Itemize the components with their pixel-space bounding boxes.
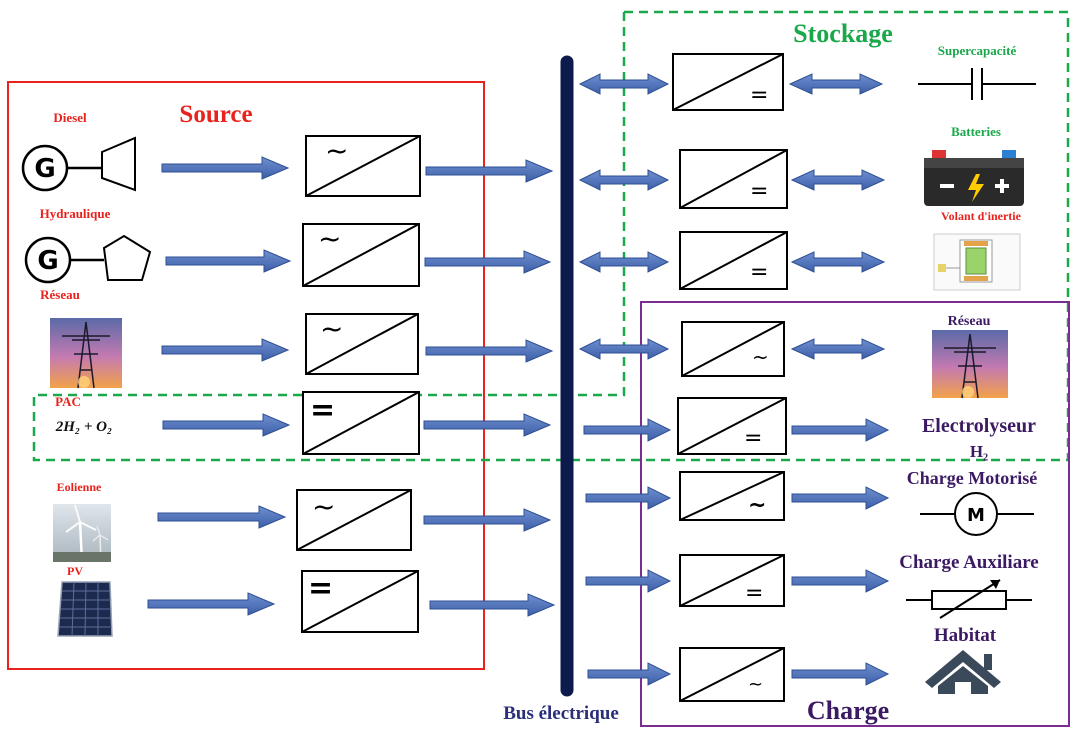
h2-label: H₂ (970, 442, 988, 461)
charge-frame (640, 301, 1070, 727)
converter-symbol: = (308, 571, 333, 606)
converter-diesel: ~ (305, 134, 421, 197)
converter-symbol: ~ (325, 134, 348, 167)
source-output-arrows (423, 159, 556, 617)
motor-icon: M (920, 492, 1034, 536)
power-grid-image (50, 318, 122, 389)
power-grid-load-image (932, 330, 1008, 399)
converter-symbol: ~ (752, 345, 769, 369)
reseau-load-label: Réseau (948, 314, 991, 329)
variable-resistor-icon (906, 579, 1032, 619)
stockage-frame (624, 10, 1070, 462)
batteries-label: Batteries (951, 124, 1001, 139)
generator-letter: G (37, 246, 58, 276)
converter-symbol: = (745, 581, 763, 606)
wind-turbine-image (53, 504, 111, 563)
auxiliaire-label: Charge Auxiliare (899, 552, 1039, 573)
flywheel-icon (933, 233, 1021, 291)
motorise-label: Charge Motorisé (907, 468, 1037, 488)
pac-label: PAC (55, 394, 81, 409)
generator-letter: G (34, 154, 55, 184)
house-icon (925, 650, 1001, 694)
pac-formula: 2H₂ + O₂ (55, 419, 113, 435)
battery-icon (924, 150, 1024, 206)
supercap-label: Supercapacité (938, 43, 1017, 58)
pv-panel-image (57, 581, 113, 637)
converter-reseau-source: ~ (305, 312, 419, 375)
hydraulique-label: Hydraulique (40, 206, 111, 221)
load-output-arrows (791, 418, 890, 686)
bus-output-arrows (583, 418, 672, 686)
converter-supercapacite: = (672, 53, 784, 111)
converter-symbol: = (744, 426, 762, 451)
converter-hydraulique: ~ (302, 222, 420, 287)
converter-volant: = (679, 231, 788, 290)
charge-label: Charge (807, 696, 889, 725)
storage-bidirectional-arrows (788, 73, 886, 360)
stockage-frame-lower (32, 12, 626, 462)
converter-symbol: ~ (748, 674, 763, 695)
converter-symbol: ~ (320, 312, 343, 345)
habitat-label: Habitat (934, 625, 997, 646)
converter-motorise: ~ (679, 471, 785, 521)
converter-symbol: = (750, 260, 768, 285)
motor-letter: M (967, 505, 985, 526)
converter-symbol: = (750, 179, 768, 204)
converter-eolienne: ~ (296, 489, 412, 551)
source-label: Source (179, 101, 252, 128)
reseau-source-label: Réseau (40, 287, 80, 302)
converter-symbol: = (750, 83, 768, 108)
converter-symbol: ~ (748, 493, 766, 518)
pv-label: PV (67, 564, 83, 578)
hydraulic-generator-icon: G (24, 234, 152, 284)
converter-auxiliaire: = (679, 554, 785, 607)
stockage-label: Stockage (793, 19, 893, 48)
bus-label: Bus électrique (503, 703, 619, 724)
converter-batteries: = (679, 149, 788, 209)
converter-pac: = (302, 391, 420, 455)
capacitor-icon (918, 68, 1036, 100)
converter-reseau-load: ~ (681, 321, 785, 377)
bus-bidirectional-arrows (578, 73, 670, 360)
electrolyseur-label: Electrolyseur (922, 415, 1036, 437)
converter-symbol: ~ (312, 490, 335, 523)
converter-pv: = (301, 570, 419, 633)
diesel-generator-icon: G (21, 136, 136, 192)
source-input-arrows (147, 156, 292, 616)
converter-habitat: ~ (679, 647, 785, 702)
converter-electrolyseur: = (677, 397, 787, 455)
volant-label: Volant d'inertie (941, 209, 1022, 223)
converter-symbol: ~ (318, 222, 341, 255)
source-frame (7, 81, 485, 670)
diesel-label: Diesel (53, 110, 87, 125)
eolienne-label: Eolienne (57, 480, 102, 494)
converter-symbol: = (310, 393, 335, 428)
